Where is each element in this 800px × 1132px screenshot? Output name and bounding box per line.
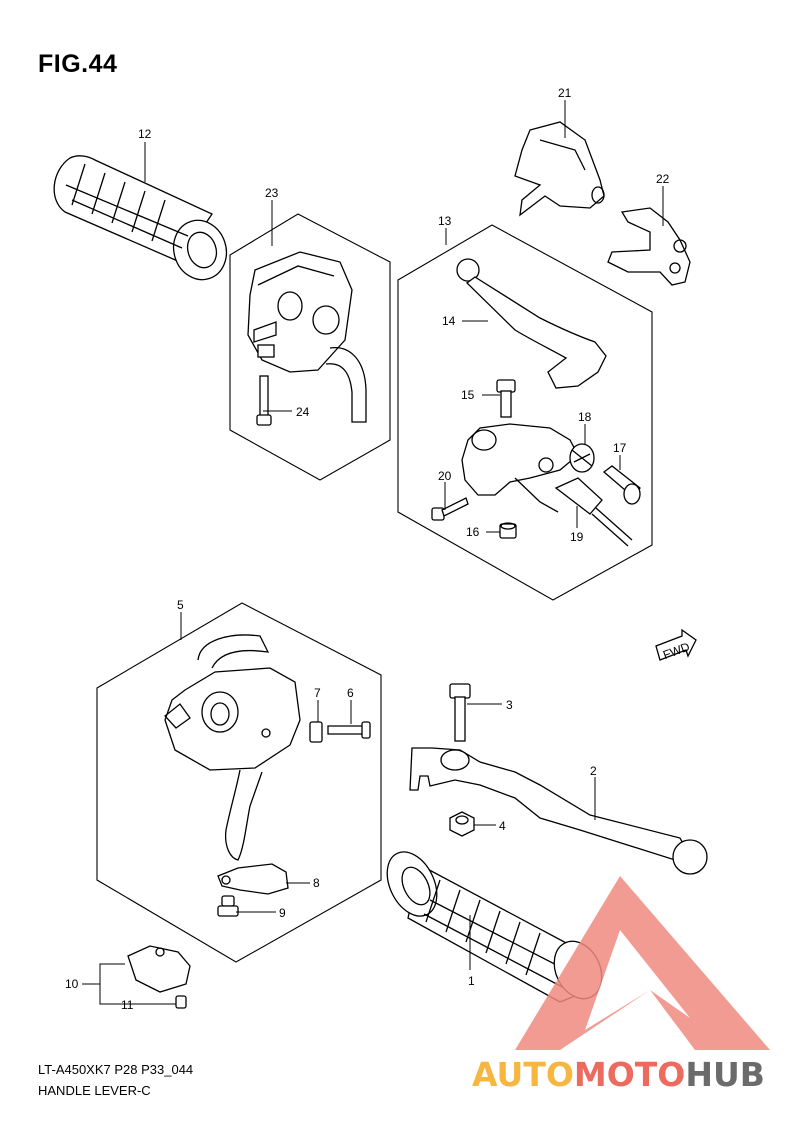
nut-4 (449, 811, 475, 837)
callout-3: 3 (506, 698, 513, 712)
callout-8: 8 (313, 876, 320, 890)
bolt-3 (449, 683, 471, 742)
adjuster-18 (569, 443, 595, 473)
screw-17 (602, 465, 641, 505)
callout-labels: 1 2 3 4 5 6 7 8 9 10 11 12 13 14 15 16 1… (65, 86, 670, 1012)
callout-22: 22 (656, 172, 670, 186)
bolt-20 (431, 497, 469, 521)
callout-24: 24 (296, 405, 310, 419)
switch-10 (127, 945, 191, 993)
assembly-box-13 (397, 224, 653, 601)
callout-9: 9 (279, 906, 286, 920)
callout-14: 14 (442, 314, 456, 328)
switch-assembly-left (247, 251, 367, 423)
watermark-logo-icon (515, 876, 770, 1050)
screw-11 (175, 995, 187, 1009)
callout-19: 19 (570, 530, 584, 544)
cover-21 (514, 121, 605, 217)
nut-16 (499, 522, 517, 539)
figure-title: FIG.44 (38, 50, 118, 78)
grip-left (53, 155, 228, 281)
lever-holder-13 (461, 423, 579, 513)
callout-21: 21 (558, 86, 572, 100)
watermark-hub: HUB (685, 1055, 765, 1094)
callout-12: 12 (138, 127, 152, 141)
callout-11: 11 (121, 998, 134, 1012)
watermark-text: AUTOMOTOHUB (472, 1055, 765, 1094)
figure-name: HANDLE LEVER-C (38, 1083, 151, 1098)
callout-18: 18 (578, 410, 592, 424)
callout-5: 5 (177, 598, 184, 612)
callout-17: 17 (613, 441, 627, 455)
lever-2 (409, 747, 708, 875)
callout-2: 2 (590, 764, 597, 778)
leader-lines (82, 100, 664, 1005)
bracket-8 (217, 863, 289, 895)
bolt-15 (496, 379, 516, 418)
callout-23: 23 (265, 186, 279, 200)
nut-7 (309, 721, 323, 743)
callout-1: 1 (468, 974, 475, 988)
screw-6 (327, 721, 371, 739)
assembly-box-5 (96, 602, 382, 963)
lever-14 (456, 258, 607, 389)
callout-6: 6 (347, 686, 354, 700)
switch-19 (554, 477, 633, 547)
callout-7: 7 (314, 686, 321, 700)
bracket-22 (607, 207, 691, 286)
callout-13: 13 (438, 214, 452, 228)
throttle-housing-5 (164, 634, 301, 861)
assembly-box-23 (229, 213, 391, 481)
figure-code: LT-A450XK7 P28 P33_044 (38, 1062, 194, 1077)
watermark-auto: AUTO (472, 1055, 574, 1094)
callout-16: 16 (466, 525, 480, 539)
callout-10: 10 (65, 977, 79, 991)
screw-9 (217, 895, 239, 917)
callout-4: 4 (499, 819, 506, 833)
callout-15: 15 (461, 388, 475, 402)
fwd-arrow-icon: FWD (655, 628, 697, 662)
screw-24 (256, 375, 272, 426)
callout-20: 20 (438, 469, 452, 483)
watermark-moto: MOTO (574, 1055, 685, 1094)
